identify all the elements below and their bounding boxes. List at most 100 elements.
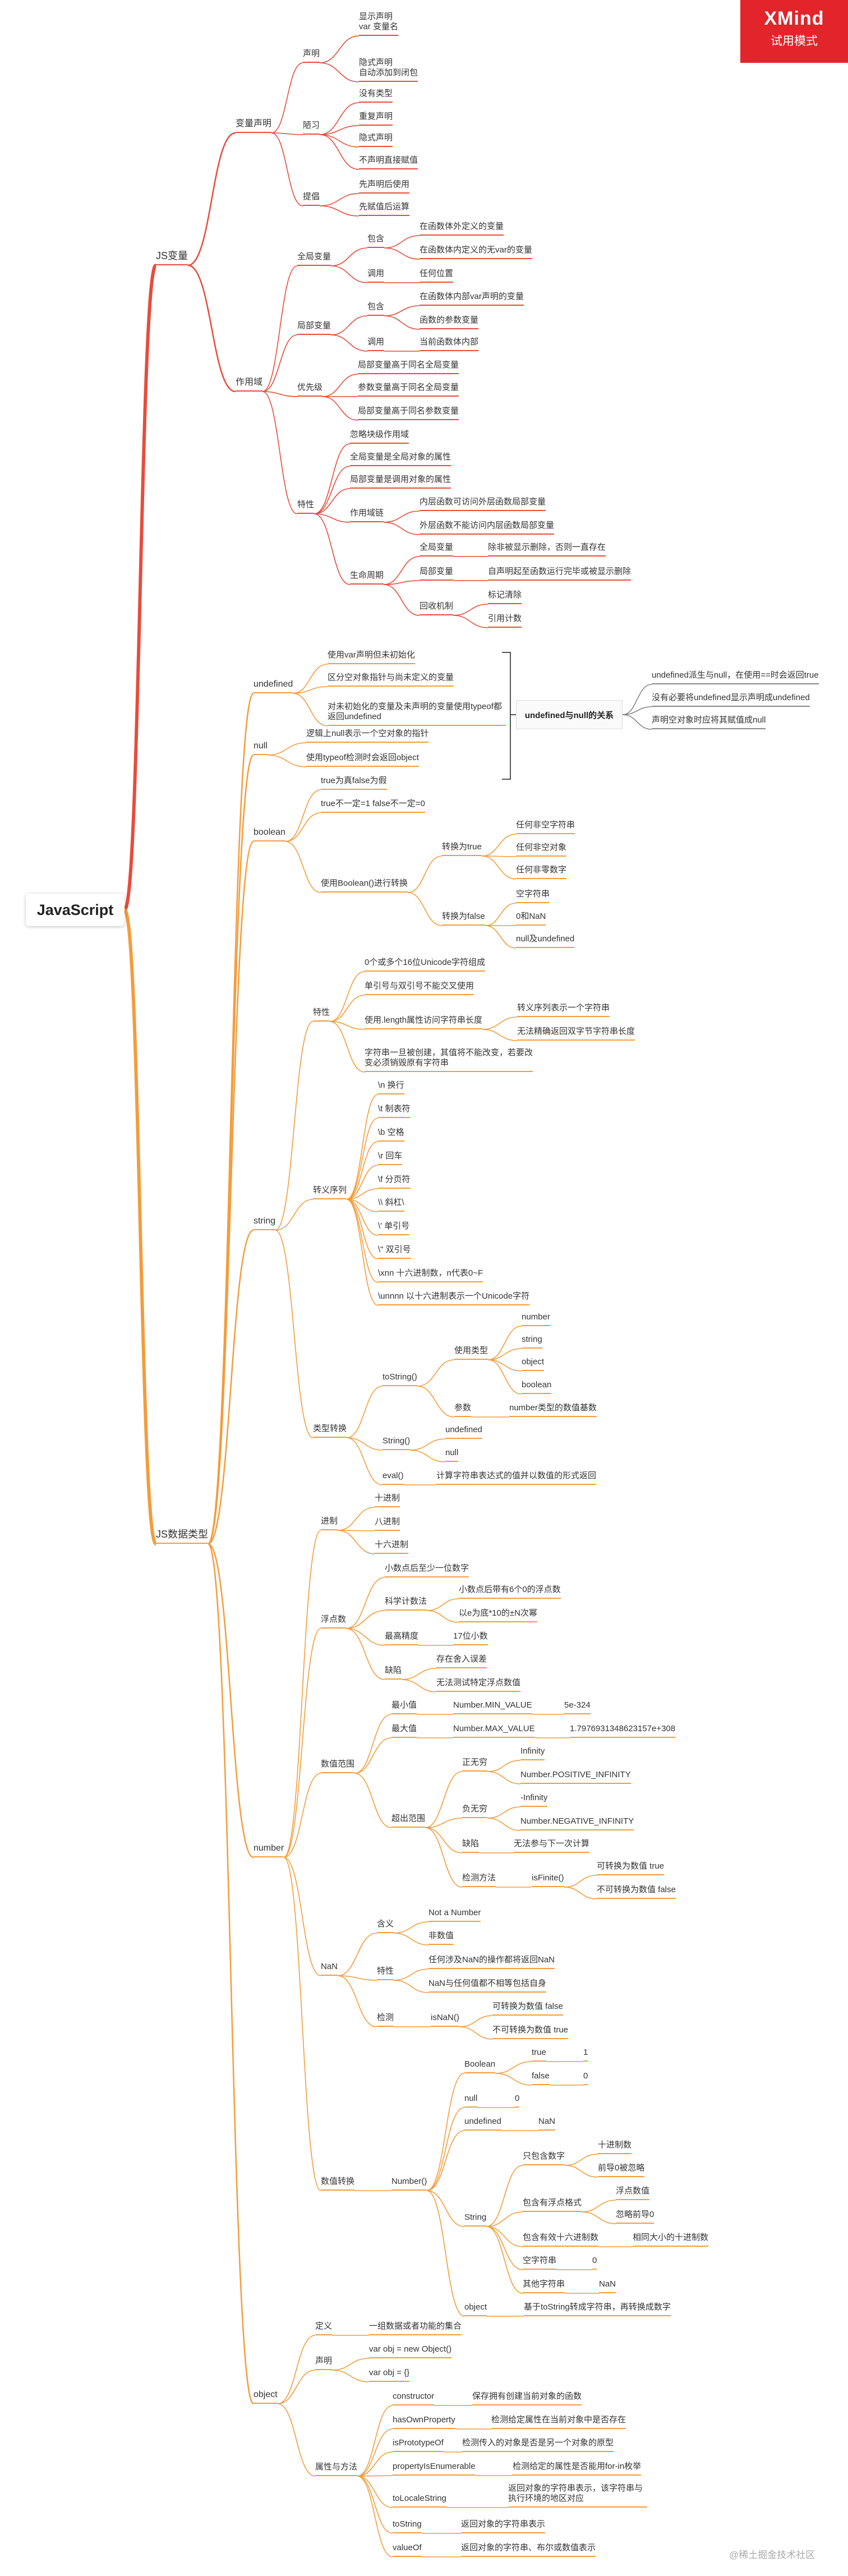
topic-n112[interactable]: 最高精度 (385, 1631, 419, 1645)
topic-n193[interactable]: valueOf (393, 2543, 422, 2557)
topic-n145[interactable]: isNaN() (431, 2013, 459, 2027)
topic-n151[interactable]: true (532, 2048, 546, 2062)
topic-n133[interactable]: 检测方法 (462, 1873, 496, 1887)
topic-n33[interactable]: 全局变量是全局对象的属性 (350, 452, 451, 466)
topic-n17[interactable]: 在函数体外定义的变量 (420, 222, 504, 236)
topic-n46[interactable]: JS数据类型 (156, 1529, 209, 1544)
topic-n57[interactable]: boolean (254, 827, 285, 841)
topic-n96[interactable]: number类型的数值基数 (509, 1403, 597, 1417)
topic-n126[interactable]: Infinity (520, 1746, 545, 1760)
topic-n143[interactable]: NaN与任何值都不相等包括自身 (428, 1979, 547, 1993)
topic-n194[interactable]: 返回对象的字符串、布尔或数值表示 (461, 2543, 596, 2557)
topic-n136[interactable]: 不可转换为数值 false (597, 1885, 676, 1899)
topic-n161[interactable]: 十进制数 (598, 2140, 632, 2154)
topic-n42[interactable]: 自声明起至函数运行完毕或被显示删除 (488, 567, 632, 581)
topic-n162[interactable]: 前导0被忽略 (598, 2163, 645, 2177)
topic-n18[interactable]: 在函数体内定义的无var的变量 (420, 245, 532, 259)
topic-n80[interactable]: \b 空格 (378, 1128, 404, 1142)
topic-n166[interactable]: 包含有效十六进制数 (523, 2233, 599, 2247)
trial-mode-badge[interactable]: XMind 试用模式 (740, 0, 848, 63)
topic-n73[interactable]: 使用.length属性访问字符串长度 (365, 1015, 483, 1029)
topic-n88[interactable]: 类型转换 (313, 1424, 347, 1438)
topic-n56[interactable]: 声明空对象时应将其赋值成null (652, 715, 766, 729)
topic-n183[interactable]: hasOwnProperty (393, 2415, 455, 2429)
topic-n5[interactable]: 隐式声明 自动添加到闭包 (359, 58, 418, 82)
topic-n97[interactable]: String() (382, 1436, 411, 1450)
topic-n72[interactable]: 单引号与双引号不能交叉使用 (365, 981, 474, 995)
topic-n186[interactable]: 检测传入的对象是否是另一个对象的原型 (462, 2438, 614, 2452)
topic-n68[interactable]: null及undefined (516, 934, 575, 948)
topic-n185[interactable]: isPrototypeOf (393, 2438, 444, 2452)
topic-n125[interactable]: 正无穷 (462, 1758, 488, 1772)
topic-n1[interactable]: JS变量 (156, 251, 188, 265)
topic-n111[interactable]: 以e为底*10的±N次幂 (459, 1608, 537, 1622)
topic-n71[interactable]: 0个或多个16位Unicode字符组成 (365, 958, 486, 972)
topic-n78[interactable]: \n 换行 (378, 1080, 404, 1094)
topic-n129[interactable]: -Infinity (520, 1793, 548, 1807)
topic-n128[interactable]: 负无穷 (462, 1804, 488, 1818)
topic-n176[interactable]: 一组数据或者功能的集合 (369, 2321, 462, 2335)
topic-n178[interactable]: var obj = new Object() (369, 2344, 452, 2358)
topic-n54[interactable]: undefined派生与null，在使用==时会返回true (652, 670, 819, 684)
topic-n36[interactable]: 内层函数可访问外层函数局部变量 (420, 497, 546, 511)
topic-n86[interactable]: \xnn 十六进制数，n代表0~F (378, 1268, 483, 1282)
topic-n15[interactable]: 全局变量 (297, 252, 331, 266)
topic-n123[interactable]: 1.7976931348623157e+308 (570, 1724, 676, 1738)
topic-n22[interactable]: 包含 (367, 302, 385, 316)
topic-n137[interactable]: NaN (321, 1962, 338, 1976)
topic-n107[interactable]: 浮点数 (321, 1614, 347, 1629)
topic-n30[interactable]: 局部变量高于同名参数变量 (358, 406, 459, 420)
topic-n144[interactable]: 检测 (377, 2013, 394, 2027)
topic-n110[interactable]: 小数点后带有6个0的浮点数 (459, 1585, 561, 1599)
topic-n134[interactable]: isFinite() (532, 1873, 564, 1887)
topic-n127[interactable]: Number.POSITIVE_INFINITY (520, 1770, 631, 1784)
topic-n49[interactable]: 区分空对象指针与尚未定义的变量 (328, 673, 454, 687)
topic-n70[interactable]: 特性 (313, 1008, 330, 1022)
topic-n38[interactable]: 生命周期 (350, 571, 384, 585)
topic-n23[interactable]: 在函数体内部var声明的变量 (420, 292, 524, 306)
topic-n120[interactable]: 5e-324 (564, 1700, 591, 1714)
topic-n32[interactable]: 忽略块级作用域 (350, 430, 409, 444)
topic-n122[interactable]: Number.MAX_VALUE (453, 1724, 535, 1738)
topic-n177[interactable]: 声明 (315, 2356, 333, 2370)
topic-n69[interactable]: string (254, 1216, 276, 1230)
topic-n174[interactable]: object (254, 2390, 278, 2404)
topic-n135[interactable]: 可转换为数值 true (597, 1861, 665, 1875)
topic-n13[interactable]: 先赋值后运算 (359, 202, 410, 216)
topic-n51[interactable]: null (254, 741, 268, 755)
topic-n109[interactable]: 科学计数法 (385, 1597, 427, 1611)
topic-n65[interactable]: 转换为false (442, 912, 485, 926)
topic-n89[interactable]: toString() (382, 1372, 417, 1386)
topic-n146[interactable]: 可转换为数值 false (492, 2002, 563, 2016)
topic-n190[interactable]: 返回对象的字符串表示，该字符串与执行环境的地区对应 (508, 2483, 647, 2508)
topic-n9[interactable]: 隐式声明 (359, 133, 393, 147)
topic-n26[interactable]: 当前函数体内部 (420, 337, 479, 351)
topic-n159[interactable]: String (464, 2212, 487, 2227)
topic-n74[interactable]: 转义序列表示一个字符串 (517, 1003, 610, 1017)
topic-n10[interactable]: 不声明直接赋值 (359, 155, 418, 169)
topic-n168[interactable]: 空字符串 (523, 2256, 557, 2270)
topic-n163[interactable]: 包含有浮点格式 (523, 2198, 582, 2212)
topic-n77[interactable]: 转义序列 (313, 1185, 347, 1199)
topic-n16[interactable]: 包含 (367, 234, 385, 248)
topic-n28[interactable]: 局部变量高于同名全局变量 (358, 360, 459, 374)
topic-n179[interactable]: var obj = {} (369, 2368, 410, 2382)
topic-n82[interactable]: \f 分页符 (378, 1175, 411, 1189)
topic-n11[interactable]: 提倡 (303, 192, 320, 206)
summary-topic[interactable]: undefined与null的关系 (516, 700, 623, 729)
topic-n45[interactable]: 引用计数 (488, 614, 522, 628)
topic-n160[interactable]: 只包含数字 (523, 2151, 565, 2165)
topic-n55[interactable]: 没有必要将undefined显示声明成undefined (652, 693, 810, 707)
topic-n164[interactable]: 浮点数值 (616, 2186, 650, 2200)
topic-n173[interactable]: 基于toString转成字符串，再转换成数字 (524, 2302, 671, 2316)
topic-n90[interactable]: 使用类型 (454, 1346, 488, 1360)
topic-n149[interactable]: Number() (391, 2177, 427, 2191)
topic-n25[interactable]: 调用 (367, 337, 385, 351)
topic-n147[interactable]: 不可转换为数值 true (492, 2025, 569, 2039)
topic-n12[interactable]: 先声明后使用 (359, 180, 410, 194)
topic-n100[interactable]: eval() (382, 1471, 404, 1485)
topic-n108[interactable]: 小数点后至少一位数字 (385, 1563, 469, 1577)
topic-n27[interactable]: 优先级 (297, 383, 323, 397)
topic-n20[interactable]: 任何位置 (420, 269, 454, 283)
topic-n182[interactable]: 保存拥有创建当前对象的函数 (472, 2391, 582, 2405)
